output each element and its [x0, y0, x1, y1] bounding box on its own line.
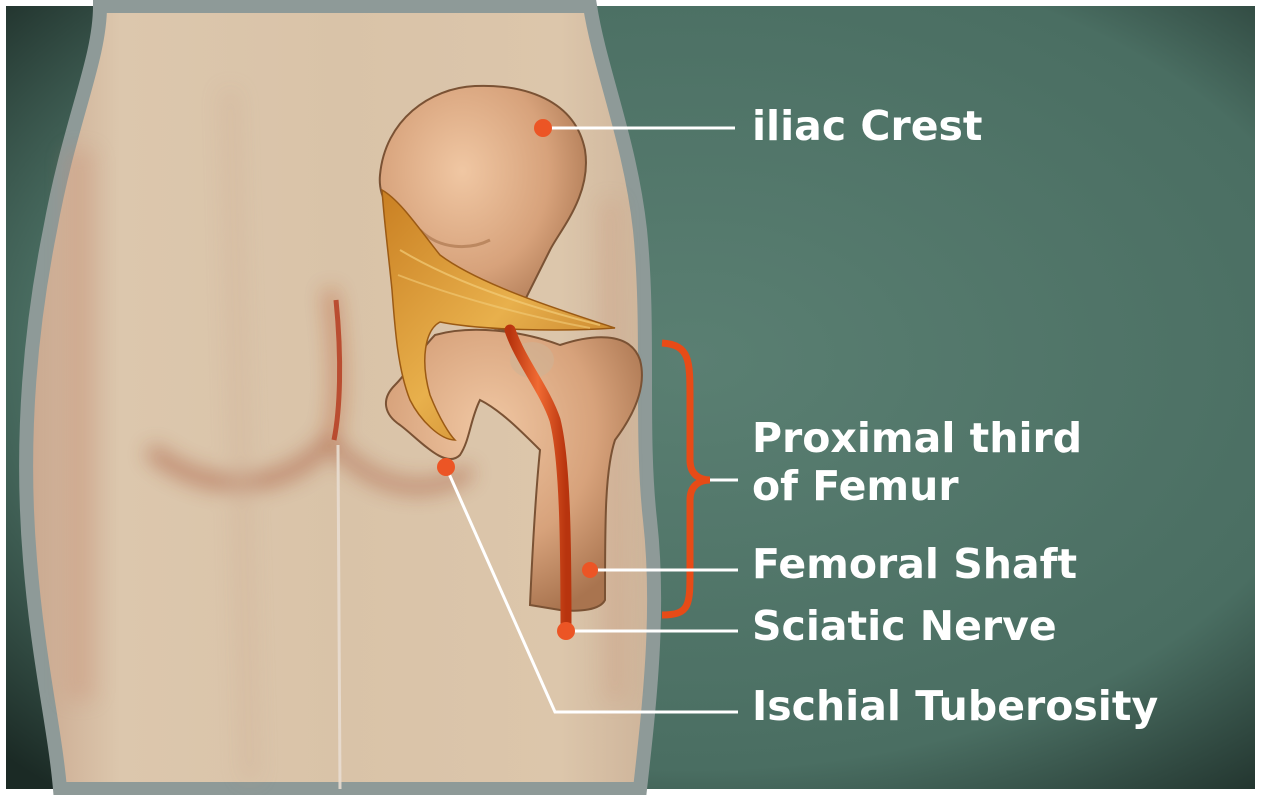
femoral-shaft-marker — [582, 562, 598, 578]
ischial-tuberosity-marker — [437, 458, 455, 476]
iliac-crest-marker — [534, 119, 552, 137]
label-ischial-tuberosity: Ischial Tuberosity — [752, 682, 1158, 730]
label-sciatic-nerve: Sciatic Nerve — [752, 602, 1057, 650]
label-iliac-crest: iliac Crest — [752, 102, 983, 150]
label-proximal-third-line2: of Femur — [752, 462, 959, 510]
label-proximal-third-line1: Proximal third — [752, 414, 1082, 462]
label-femoral-shaft: Femoral Shaft — [752, 540, 1077, 588]
sciatic-nerve-marker — [557, 622, 575, 640]
